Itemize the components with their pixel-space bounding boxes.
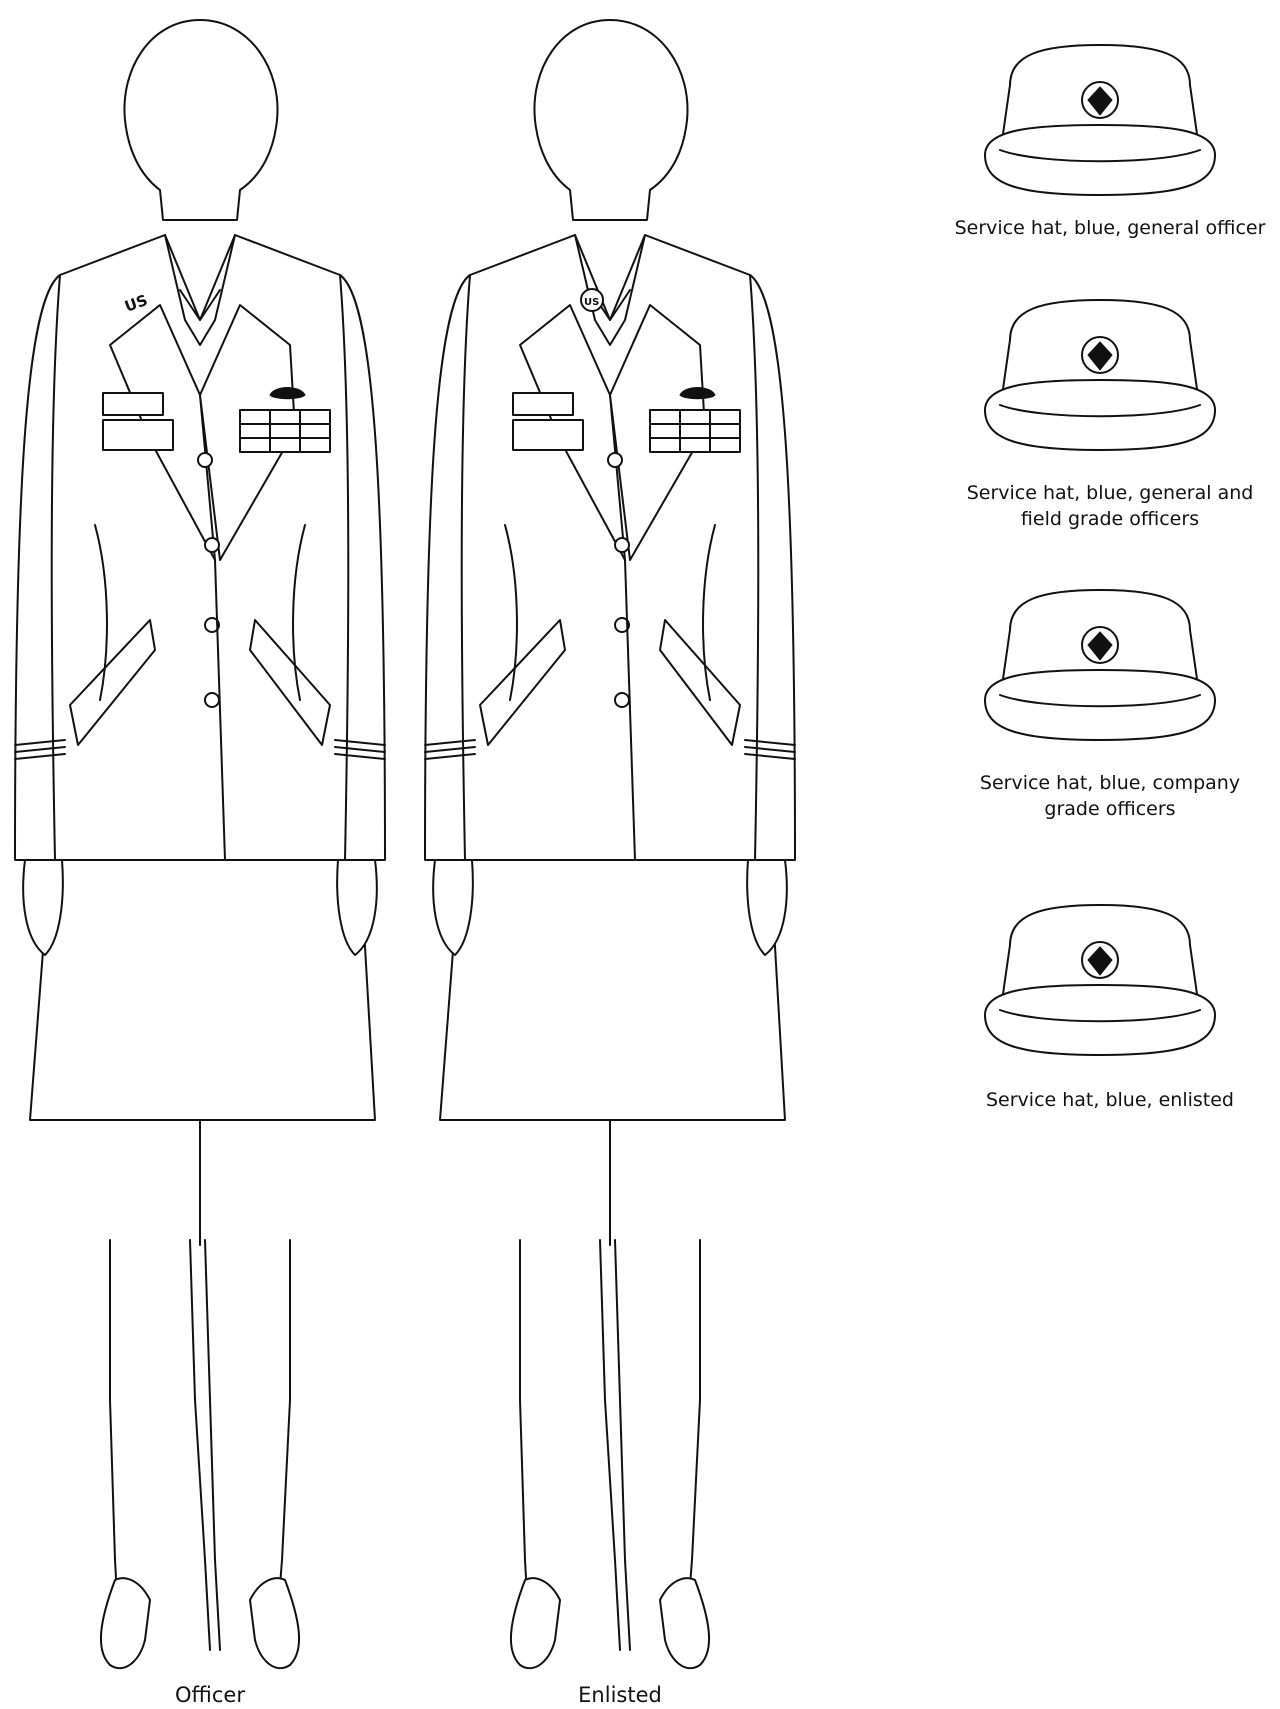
hat-caption-enlisted: Service hat, blue, enlisted — [985, 1089, 1234, 1111]
hat-caption-general-field: Service hat, blue, general and field grad… — [940, 480, 1280, 532]
officer-figure — [14, 19, 386, 1670]
us-disc-enlisted — [580, 288, 604, 312]
hat-company-grade — [984, 589, 1216, 741]
hat-general-officer — [984, 44, 1216, 196]
figure-caption-enlisted: Enlisted — [578, 1683, 662, 1707]
caption-line: field grade officers — [1020, 508, 1200, 530]
hat-enlisted — [984, 904, 1216, 1056]
hat-caption-company-grade: Service hat, blue, company grade officers — [940, 770, 1280, 822]
enlisted-figure — [424, 19, 796, 1670]
figure-caption-officer: Officer — [175, 1683, 245, 1707]
us-insignia-enlisted: US — [584, 297, 599, 308]
hat-general-field — [984, 299, 1216, 451]
caption-line: Service hat, blue, company — [979, 772, 1241, 794]
hat-caption-general-officer: Service hat, blue, general officer — [954, 217, 1266, 239]
caption-line: grade officers — [1044, 798, 1176, 820]
caption-line: Service hat, blue, general and — [966, 482, 1254, 504]
